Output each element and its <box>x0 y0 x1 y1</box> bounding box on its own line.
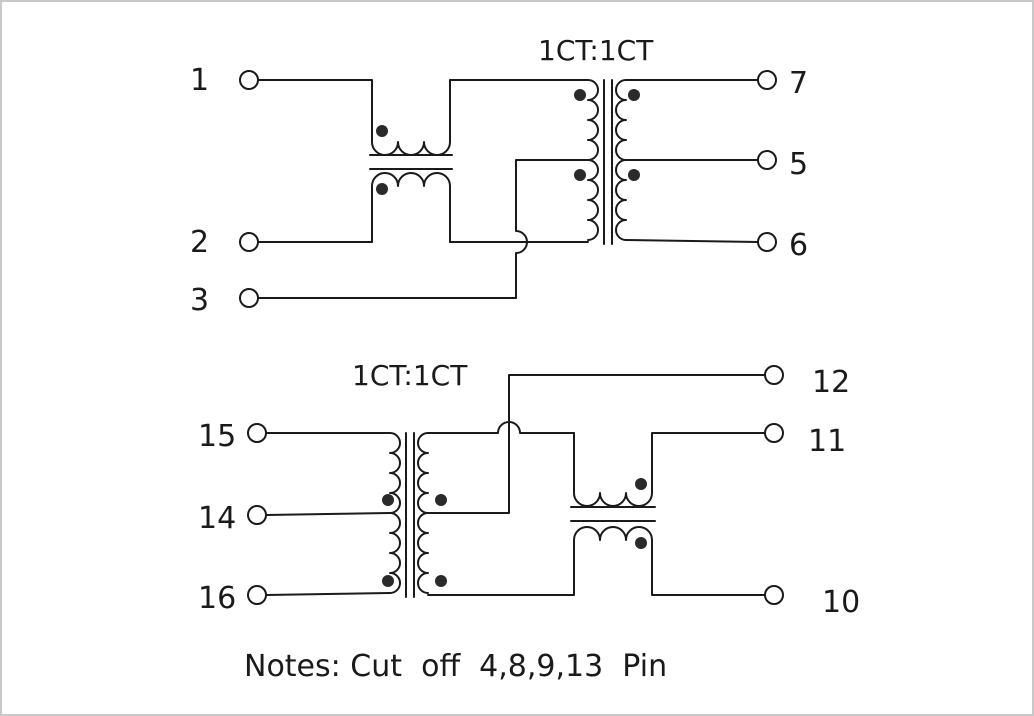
upper-circuit: 1 2 3 7 5 6 1CT:1CT <box>190 34 808 318</box>
pin-11-terminal <box>764 423 784 443</box>
upper-xfmr-dot-primary-top <box>574 89 586 101</box>
upper-xfmr-dot-secondary-mid <box>628 169 640 181</box>
upper-choke <box>257 79 589 243</box>
lower-center-tap-wire <box>427 374 766 514</box>
lower-xfmr-dot-primary-mid <box>382 494 394 506</box>
lower-secondary-top-wire <box>427 421 575 434</box>
lower-xfmr-dot-secondary-mid <box>435 494 447 506</box>
pin-12-label: 12 <box>812 365 850 400</box>
lower-choke-top-winding <box>573 432 766 507</box>
pin-15-terminal <box>247 423 267 443</box>
upper-xfmr-dot-secondary-top <box>628 89 640 101</box>
pin-14-terminal <box>247 505 267 525</box>
pin-15-label: 15 <box>198 419 236 454</box>
upper-choke-dot-bottom <box>376 183 388 195</box>
lower-primary-center-tap <box>265 512 391 516</box>
lower-choke-dot-top <box>635 478 647 490</box>
lower-choke <box>427 432 766 596</box>
lower-xfmr-dot-secondary-bottom <box>435 575 447 587</box>
upper-choke-dot-top <box>376 125 388 137</box>
lower-xfmr-dot-primary-bottom <box>382 575 394 587</box>
notes-text: Notes: Cut off 4,8,9,13 Pin <box>244 649 667 684</box>
pin-6-label: 6 <box>789 228 808 263</box>
pin-7-terminal <box>757 70 777 90</box>
pin-1-label: 1 <box>190 63 209 98</box>
pin-1-terminal <box>239 70 259 90</box>
pin-16-label: 16 <box>198 581 236 616</box>
pin-16-terminal <box>247 585 267 605</box>
pin-5-terminal <box>757 150 777 170</box>
upper-xfmr-secondary-winding <box>615 79 627 241</box>
pin-2-terminal <box>239 232 259 252</box>
pin-3-terminal <box>239 288 259 308</box>
lower-choke-bottom-winding <box>427 526 766 596</box>
upper-choke-top-winding <box>257 79 589 156</box>
upper-ratio-label: 1CT:1CT <box>538 34 654 67</box>
lower-circuit: 15 14 16 12 11 10 1CT:1CT <box>198 359 860 620</box>
pin-7-label: 7 <box>789 66 808 101</box>
upper-choke-bottom-winding <box>257 172 589 243</box>
lower-choke-dot-bottom <box>635 537 647 549</box>
upper-center-tap-wire <box>257 159 589 299</box>
lower-xfmr-secondary-winding <box>417 432 429 594</box>
upper-xfmr-dot-primary-mid <box>574 169 586 181</box>
lower-ratio-label: 1CT:1CT <box>352 359 468 392</box>
pin-10-terminal <box>764 585 784 605</box>
upper-xfmr-primary-winding <box>587 79 599 241</box>
pin-6-terminal <box>757 232 777 252</box>
pin-5-label: 5 <box>789 147 808 182</box>
pin-11-label: 11 <box>808 424 846 459</box>
pin-14-label: 14 <box>198 501 236 536</box>
pin-3-label: 3 <box>190 283 209 318</box>
pin-10-label: 10 <box>822 585 860 620</box>
pin-12-terminal <box>764 365 784 385</box>
lower-transformer <box>265 432 447 598</box>
wire-pin6 <box>625 239 759 243</box>
pin-2-label: 2 <box>190 225 209 260</box>
upper-transformer <box>574 79 640 245</box>
